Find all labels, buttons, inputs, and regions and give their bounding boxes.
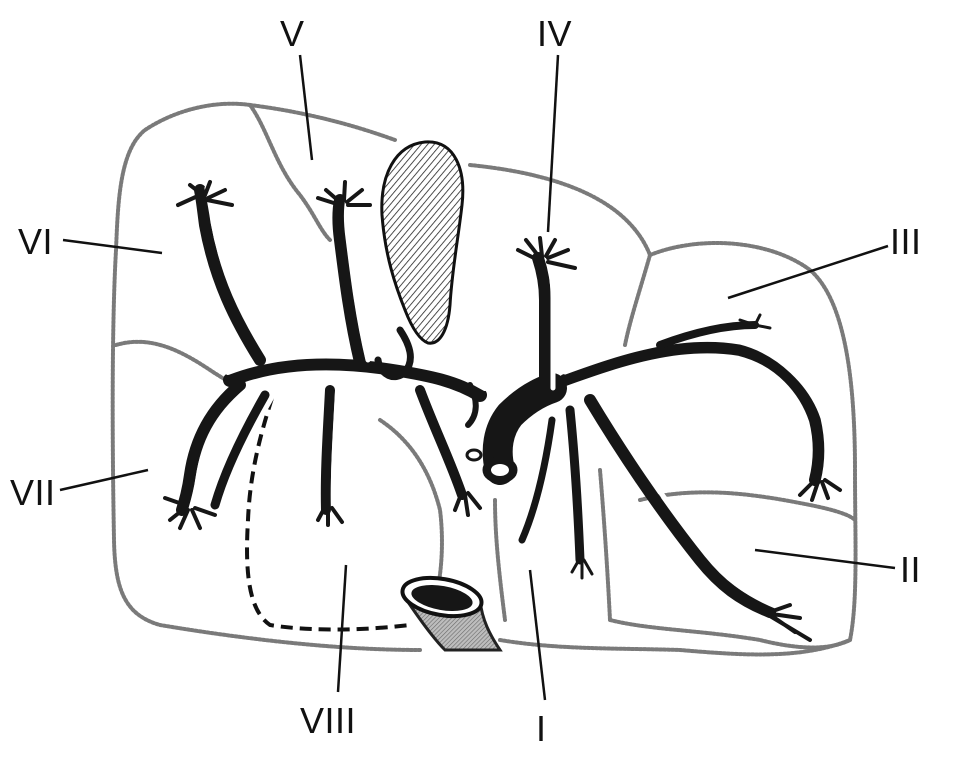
leader-V (298, 54, 314, 161)
label-segment-V: V (280, 13, 305, 54)
leader-III (727, 244, 889, 300)
leader-I (528, 569, 547, 701)
label-segment-IV: IV (537, 13, 572, 54)
leader-II (754, 548, 896, 570)
label-segment-VII: VII (10, 472, 56, 513)
leader-lines (59, 54, 896, 701)
segment-labels: V IV VI III VII II VIII I (10, 13, 922, 749)
leader-VIII (336, 564, 348, 693)
label-segment-VI: VI (18, 221, 53, 262)
vena-cava-tube (400, 575, 503, 652)
label-segment-III: III (890, 221, 922, 262)
leader-VII (59, 468, 149, 492)
label-segment-I: I (536, 708, 547, 749)
vessel-tree (163, 180, 842, 642)
label-segment-II: II (900, 549, 921, 590)
gallbladder (380, 140, 465, 345)
leader-IV (546, 54, 560, 233)
label-segment-VIII: VIII (300, 700, 356, 741)
leader-VI (62, 238, 163, 255)
dashed-boundary (245, 397, 411, 632)
